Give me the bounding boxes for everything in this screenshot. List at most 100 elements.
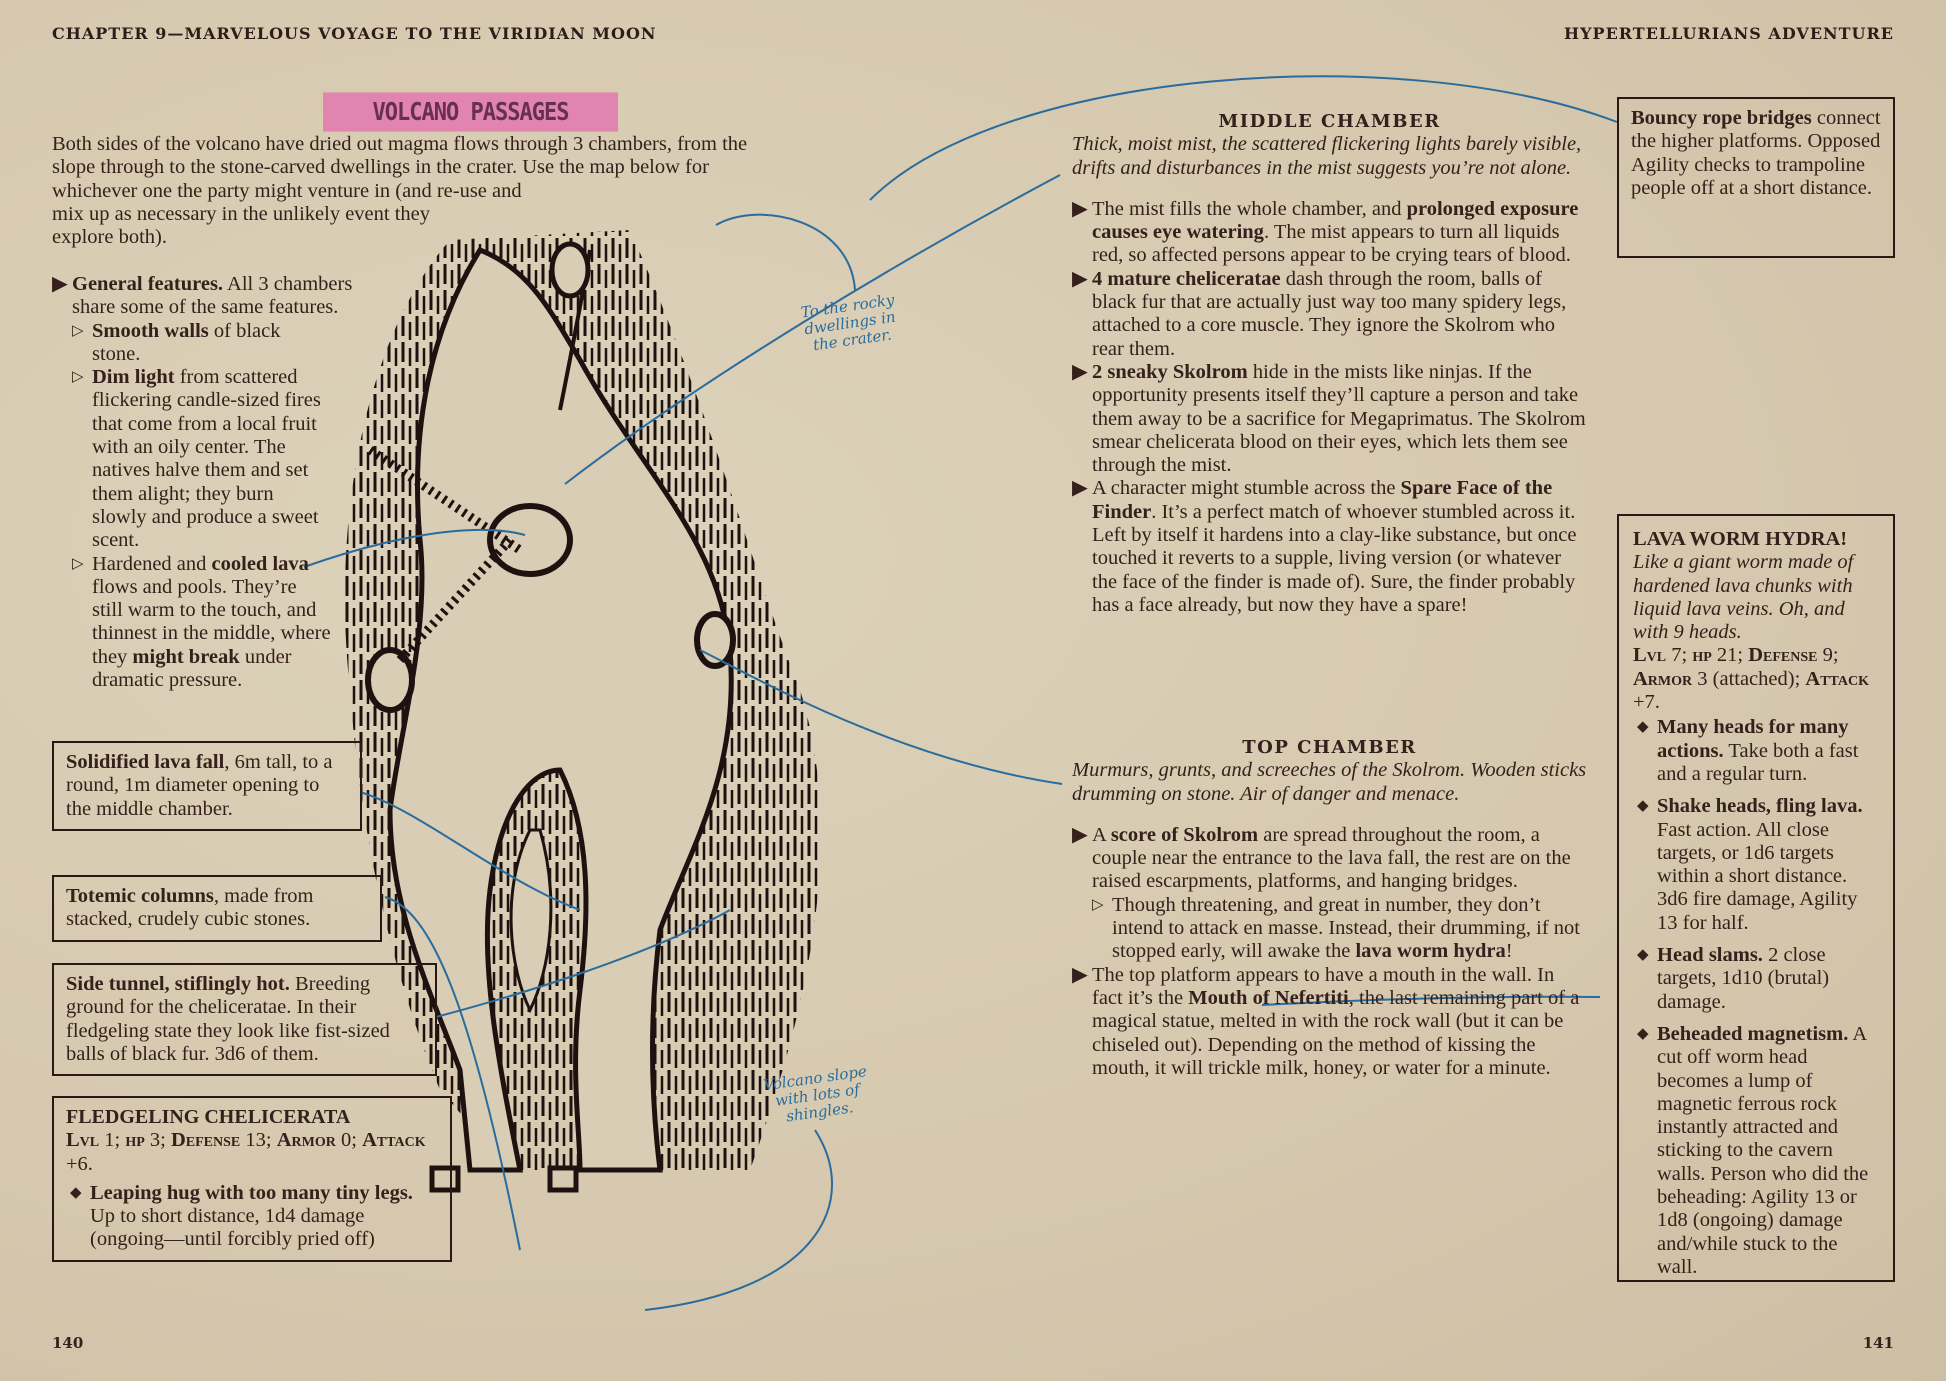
general-features-item: ▶General features. All 3 chambers share … xyxy=(52,273,387,320)
stat-value: +7. xyxy=(1633,691,1660,714)
stat-label: Defense xyxy=(170,1129,241,1152)
general-features: ▶General features. All 3 chambers share … xyxy=(52,273,387,692)
chapter-header: CHAPTER 9—MARVELOUS VOYAGE TO THE VIRIDI… xyxy=(52,24,657,43)
feature-text: of black stone. xyxy=(92,319,281,365)
triangle-bullet-icon: ▶ xyxy=(1072,963,1088,986)
statblock-feature: ◆Head slams. 2 close targets, 1d10 (brut… xyxy=(1633,944,1879,1014)
callout-label: Solidified lava fall xyxy=(66,751,225,773)
stat-label: Attack xyxy=(1805,667,1869,690)
triangle-bullet-icon: ▶ xyxy=(1072,477,1088,500)
feature-label: Leaping hug with too many tiny legs. xyxy=(90,1181,413,1204)
page-number-left: 140 xyxy=(52,1334,84,1352)
callout-text: , 6m tall, to a round, 1m diameter openi… xyxy=(66,751,333,820)
page-number-right: 141 xyxy=(1862,1334,1894,1352)
feature-label: Shake heads, fling lava. xyxy=(1657,795,1863,818)
stat-value: 0; xyxy=(335,1129,357,1152)
item-label: Spare Face of the Finder xyxy=(1092,477,1553,523)
feature-text: Up to short distance, 1d4 damage (ongoin… xyxy=(90,1205,375,1251)
intro-line: mix up as necessary in the unlikely even… xyxy=(52,202,431,225)
statblock-stats: Lvl 1; hp 3; Defense 13; Armor 0; Attack… xyxy=(66,1129,438,1176)
feature-text: under dramatic pressure. xyxy=(92,645,292,692)
volcano-map-illustration xyxy=(344,230,821,1193)
statblock-fledgeling: FLEDGELING CHELICERATA Lvl 1; hp 3; Defe… xyxy=(52,1096,452,1262)
statblock-feature: ◆ Leaping hug with too many tiny legs. Up… xyxy=(66,1182,438,1252)
middle-chamber-item: ▶A character might stumble across the Sp… xyxy=(1072,477,1587,617)
feature-text: Fast action. All close targets, or 1d6 t… xyxy=(1657,818,1858,934)
stat-value: 7; xyxy=(1666,644,1693,667)
stat-value: 1; xyxy=(99,1129,126,1152)
diamond-bullet-icon: ◆ xyxy=(1637,719,1649,736)
middle-chamber-item: ▶4 mature cheliceratae dash through the … xyxy=(1072,268,1587,361)
callout-label: Bouncy rope bridges xyxy=(1631,107,1812,129)
item-label: score of Skolrom xyxy=(1110,823,1259,846)
stat-label: Lvl xyxy=(1633,644,1667,667)
item-text: . It’s a perfect match of whoever stumbl… xyxy=(1092,500,1577,616)
triangle-bullet-icon: ▶ xyxy=(1072,360,1088,383)
triangle-outline-icon: ▷ xyxy=(72,555,84,572)
middle-chamber-intro: Thick, moist mist, the scattered flicker… xyxy=(1072,133,1582,179)
intro-line: explore both). xyxy=(52,226,167,249)
callout-label: Side tunnel, stiflingly hot. xyxy=(66,973,290,995)
item-text: A character might stumble across the xyxy=(1092,477,1401,500)
triangle-outline-icon: ▷ xyxy=(72,322,84,339)
general-features-label: General features. xyxy=(72,273,224,295)
item-label: prolonged exposure causes eye watering xyxy=(1092,197,1579,244)
item-label: Mouth of Nefertiti xyxy=(1188,986,1349,1009)
statblock-description: Like a giant worm made of hardened lava … xyxy=(1633,551,1854,644)
top-chamber-section: TOP CHAMBER Murmurs, grunts, and screech… xyxy=(1072,736,1587,1080)
statblock-feature: ◆ Shake heads, fling lava. Fast action. A… xyxy=(1633,795,1879,935)
triangle-bullet-icon: ▶ xyxy=(1072,823,1088,846)
feature-text: Hardened and xyxy=(92,552,212,575)
callout-text: connect the higher platforms. Opposed Ag… xyxy=(1631,107,1881,199)
stat-label: hp xyxy=(1692,644,1712,667)
feature-label: Beheaded magnetism. xyxy=(1657,1022,1849,1045)
stat-label: Armor xyxy=(1633,667,1693,690)
top-chamber-subitem: ▷ Though threatening, and great in number… xyxy=(1092,894,1587,964)
triangle-outline-icon: ▷ xyxy=(1092,896,1104,913)
feature-text: from scattered flickering candle-sized f… xyxy=(92,366,321,552)
feature-label: Smooth walls xyxy=(92,319,209,342)
callout-totemic-columns: Totemic columns, made from stacked, crud… xyxy=(52,875,382,942)
feature-smooth-walls: ▷ Smooth walls of black stone. xyxy=(72,320,332,367)
triangle-outline-icon: ▷ xyxy=(72,369,84,386)
diamond-bullet-icon: ◆ xyxy=(1637,798,1649,815)
item-text: dash through the room, balls of black fu… xyxy=(1092,267,1567,360)
callout-lava-fall: Solidified lava fall, 6m tall, to a roun… xyxy=(52,741,362,831)
book-header: HYPERTELLURIANS ADVENTURE xyxy=(1564,24,1894,43)
item-label: 4 mature cheliceratae xyxy=(1092,267,1281,290)
stat-label: hp xyxy=(125,1129,145,1152)
intro-line: slope through to the stone-carved dwelli… xyxy=(52,156,709,179)
top-chamber-title: TOP CHAMBER xyxy=(1242,737,1417,758)
triangle-bullet-icon: ▶ xyxy=(1072,197,1088,220)
diamond-bullet-icon: ◆ xyxy=(1637,947,1649,964)
diamond-bullet-icon: ◆ xyxy=(70,1184,82,1201)
feature-label: Many heads for many actions. xyxy=(1657,716,1849,762)
item-text: Though threatening, and great in number,… xyxy=(1112,893,1580,963)
section-title: VOLCANO PASSAGES xyxy=(323,92,618,132)
feature-text: Take both a fast and a regular turn. xyxy=(1657,739,1859,785)
feature-label: Dim light xyxy=(92,366,175,389)
feature-text: 2 close targets, 1d10 (brutal) damage. xyxy=(1657,944,1830,1013)
feature-text: flows and pools. They’re still warm to t… xyxy=(92,575,331,668)
stat-label: Defense xyxy=(1748,644,1818,667)
feature-cooled-lava: ▷ Hardened and cooled lava flows and pool… xyxy=(72,553,332,693)
intro-line: whichever one the party might venture in… xyxy=(52,179,522,202)
top-chamber-item: ▶The top platform appears to have a mout… xyxy=(1072,964,1587,1080)
feature-label: might break xyxy=(132,645,240,668)
statblock-title: FLEDGELING CHELICERATA xyxy=(66,1106,351,1128)
middle-chamber-title: MIDDLE CHAMBER xyxy=(1218,111,1441,132)
stat-value: 13; xyxy=(240,1129,277,1152)
intro-paragraph: Both sides of the volcano have dried out… xyxy=(52,133,852,249)
triangle-bullet-icon: ▶ xyxy=(52,273,68,295)
item-text: , the last remaining part of a magical s… xyxy=(1092,986,1580,1079)
item-text: The mist fills the whole chamber, and xyxy=(1092,197,1407,220)
callout-text: Breeding ground for the cheliceratae. In… xyxy=(66,973,390,1065)
item-text: A xyxy=(1092,823,1111,846)
statblock-feature: ◆ Many heads for many actions. Take both … xyxy=(1633,716,1879,786)
item-label: lava worm hydra xyxy=(1355,940,1506,963)
statblock-stats: Lvl 7; hp 21; Defense 9; Armor 3 (attach… xyxy=(1633,644,1879,714)
feature-label: cooled lava xyxy=(211,552,309,575)
callout-rope-bridges: Bouncy rope bridges connect the higher p… xyxy=(1617,97,1895,258)
item-text: hide in the mists like ninjas. If the op… xyxy=(1092,360,1586,477)
